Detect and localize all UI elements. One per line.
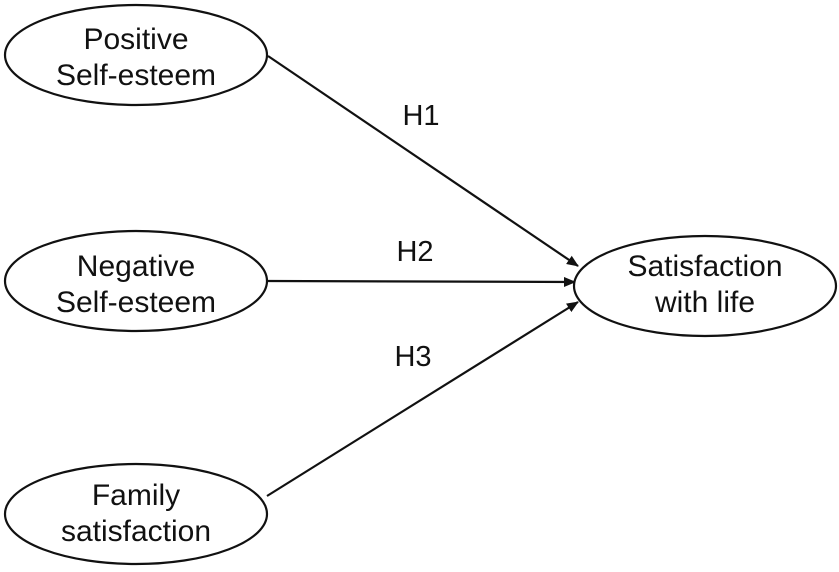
- node-negative-self-esteem: Negative Self-esteem: [3, 229, 269, 333]
- node-negative-self-esteem-line1: Negative: [77, 250, 195, 283]
- node-positive-self-esteem-line2: Self-esteem: [56, 59, 216, 92]
- node-satisfaction-with-life-line2: with life: [654, 286, 755, 319]
- node-negative-self-esteem-ellipse: [3, 229, 269, 333]
- node-satisfaction-with-life-ellipse: [572, 234, 838, 338]
- node-negative-self-esteem-line2: Self-esteem: [56, 286, 216, 319]
- node-positive-self-esteem-line1: Positive: [83, 23, 188, 56]
- edge-h3-arrow: [266, 301, 579, 497]
- edge-h2-label: H2: [396, 236, 433, 268]
- edge-h2: H2: [267, 236, 576, 287]
- node-positive-self-esteem: Positive Self-esteem: [3, 3, 269, 107]
- node-satisfaction-with-life: Satisfaction with life: [572, 234, 838, 338]
- node-satisfaction-with-life-line1: Satisfaction: [627, 250, 782, 283]
- edge-h3: H3: [266, 301, 579, 497]
- edge-h1-arrow: [267, 55, 579, 267]
- node-family-satisfaction: Family satisfaction: [3, 462, 269, 566]
- node-positive-self-esteem-ellipse: [3, 3, 269, 107]
- edge-h3-label: H3: [394, 341, 431, 373]
- node-family-satisfaction-ellipse: [3, 462, 269, 566]
- edge-h1-label: H1: [402, 100, 439, 132]
- node-family-satisfaction-line1: Family: [92, 479, 180, 512]
- edge-h1: H1: [267, 55, 579, 267]
- edge-h2-arrow: [267, 276, 576, 287]
- node-family-satisfaction-line2: satisfaction: [61, 515, 211, 548]
